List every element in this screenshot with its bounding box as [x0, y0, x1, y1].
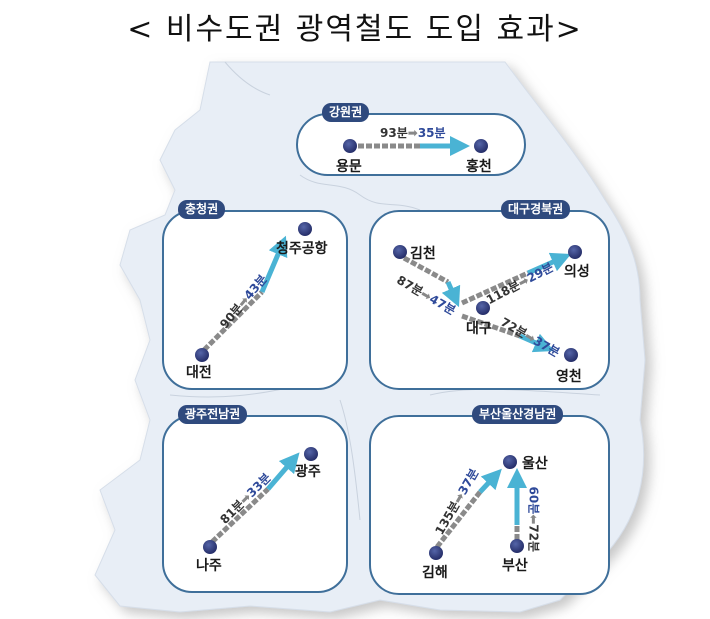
city-dot-uiseong	[568, 245, 582, 259]
city-label-uiseong: 의성	[564, 264, 590, 280]
city-dot-yongmun	[343, 139, 357, 153]
city-dot-hongcheon	[474, 139, 488, 153]
city-dot-naju	[203, 540, 217, 554]
region-badge-gwangju-jeonnam: 광주전남권	[178, 405, 248, 424]
city-dot-gimhae	[429, 546, 443, 560]
page-title: < 비수도권 광역철도 도입 효과>	[127, 12, 583, 47]
city-dot-busan	[510, 539, 524, 553]
city-label-yeongcheon: 영천	[556, 369, 582, 385]
region-badge-busan-ulsan-gyeongnam: 부산울산경남권	[472, 405, 564, 424]
region-badge-gangwon: 강원권	[322, 103, 370, 122]
city-dot-gimcheon	[393, 245, 407, 259]
arrow-icon: ➡	[407, 126, 418, 140]
city-label-cheongju-airport: 청주공항	[276, 241, 328, 257]
city-label-daejeon: 대전	[186, 365, 212, 381]
city-label-hongcheon: 홍천	[466, 159, 492, 175]
arrow-icon: ⬅	[526, 514, 541, 525]
region-box-chungcheong	[162, 210, 348, 390]
city-label-daegu: 대구	[466, 321, 492, 337]
city-label-naju: 나주	[196, 558, 222, 574]
region-box-daegu-gyeongbuk	[369, 210, 610, 390]
city-dot-daegu	[476, 301, 490, 315]
region-box-busan-ulsan-gyeongnam	[369, 415, 610, 595]
city-dot-cheongju-airport	[298, 222, 312, 236]
city-label-gwangju: 광주	[295, 464, 321, 480]
city-dot-yeongcheon	[564, 348, 578, 362]
city-dot-ulsan	[503, 455, 517, 469]
region-badge-daegu-gyeongbuk: 대구경북권	[501, 200, 571, 219]
time-after: 35분	[417, 126, 446, 140]
city-label-busan: 부산	[502, 558, 528, 574]
city-dot-daejeon	[195, 348, 209, 362]
travel-time-busan-ulsan: 60분⬅72분	[526, 487, 543, 553]
time-after: 60분	[526, 486, 541, 515]
time-before: 72분	[526, 524, 541, 553]
city-label-gimhae: 김해	[422, 565, 448, 581]
city-dot-gwangju	[304, 447, 318, 461]
city-label-yongmun: 용문	[336, 159, 362, 175]
region-badge-chungcheong: 충청권	[178, 200, 226, 219]
time-before: 93분	[380, 126, 408, 140]
city-label-ulsan: 울산	[522, 456, 548, 472]
travel-time-yongmun-hongcheon: 93분➡35분	[380, 124, 446, 141]
city-label-gimcheon: 김천	[410, 246, 436, 262]
